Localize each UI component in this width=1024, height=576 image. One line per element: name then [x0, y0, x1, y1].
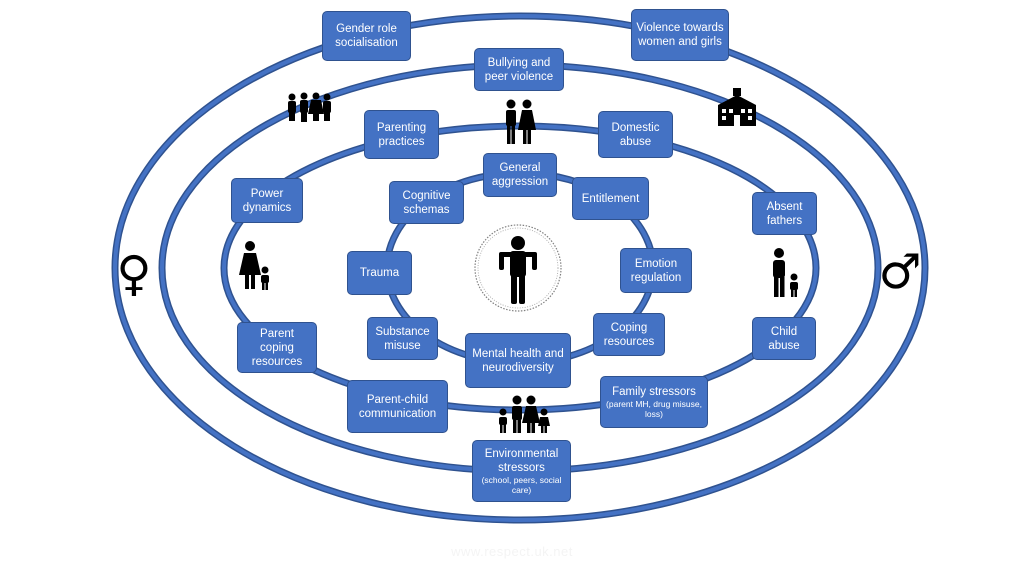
- general-aggression-box: General aggression: [483, 153, 557, 197]
- absent-fathers-label: Absent fathers: [766, 200, 803, 227]
- parenting-practices-box: Parenting practices: [364, 110, 439, 159]
- domestic-abuse-box: Domestic abuse: [598, 111, 673, 158]
- family-stressors-box: Family stressors (parent MH, drug misuse…: [600, 376, 708, 428]
- parent-coping-resources-box: Parent coping resources: [237, 322, 317, 373]
- coping-resources-box: Coping resources: [593, 313, 665, 356]
- entitlement-label: Entitlement: [581, 192, 640, 205]
- emotion-regulation-box: Emotion regulation: [620, 248, 692, 293]
- substance-label: Substance misuse: [375, 325, 430, 352]
- violence-towards-women-box: Violence towards women and girls: [631, 9, 729, 61]
- entitlement-box: Entitlement: [572, 177, 649, 220]
- violence-women-label: Violence towards women and girls: [636, 22, 724, 48]
- cognitive-schemas-box: Cognitive schemas: [389, 181, 464, 224]
- mother-child-icon: [239, 241, 269, 290]
- family-stressors-detail: (parent MH, drug misuse, loss): [606, 399, 702, 419]
- group-of-people-icon: [288, 92, 331, 122]
- parent-coping-label: Parent coping resources: [251, 327, 303, 368]
- substance-misuse-box: Substance misuse: [367, 317, 438, 360]
- website-footer: www.respect.uk.net: [451, 544, 573, 559]
- family-stressors-label: Family stressors: [612, 386, 696, 398]
- power-dynamics-box: Power dynamics: [231, 178, 303, 223]
- male-symbol-icon: ♂: [878, 244, 921, 300]
- child-abuse-label: Child abuse: [768, 325, 800, 352]
- father-child-icon: [773, 248, 798, 297]
- absent-fathers-box: Absent fathers: [752, 192, 817, 235]
- parenting-label: Parenting practices: [376, 121, 427, 148]
- child-abuse-box: Child abuse: [752, 317, 816, 360]
- environmental-stressors-box: Environmental stressors (school, peers, …: [472, 440, 571, 502]
- couple-icon: [506, 99, 536, 144]
- coping-label: Coping resources: [603, 321, 655, 348]
- environmental-detail: (school, peers, social care): [481, 475, 562, 495]
- female-symbol-icon: ♀: [116, 246, 151, 302]
- parent-child-label: Parent-child communication: [358, 393, 437, 420]
- parent-child-communication-box: Parent-child communication: [347, 380, 448, 433]
- gender-role-socialisation-box: Gender role socialisation: [322, 11, 411, 61]
- trauma-label: Trauma: [359, 267, 400, 279]
- trauma-box: Trauma: [347, 251, 412, 295]
- school-building-icon: [718, 88, 756, 126]
- general-aggression-label: General aggression: [491, 162, 549, 188]
- mental-health-label: Mental health and neurodiversity: [472, 347, 564, 374]
- environmental-label: Environmental stressors: [484, 448, 559, 474]
- bullying-peer-violence-box: Bullying and peer violence: [474, 48, 564, 91]
- bullying-label: Bullying and peer violence: [484, 56, 554, 83]
- person-icon: [499, 236, 537, 304]
- outer-ring-inner: [113, 14, 927, 522]
- centre-circle-inner: [477, 227, 559, 309]
- gender-role-label: Gender role socialisation: [335, 23, 398, 49]
- emotion-label: Emotion regulation: [630, 257, 682, 284]
- family-icon: [499, 395, 550, 433]
- domestic-label: Domestic abuse: [611, 121, 660, 148]
- power-label: Power dynamics: [242, 187, 292, 214]
- cognitive-label: Cognitive schemas: [402, 189, 451, 216]
- mental-health-box: Mental health and neurodiversity: [465, 333, 571, 388]
